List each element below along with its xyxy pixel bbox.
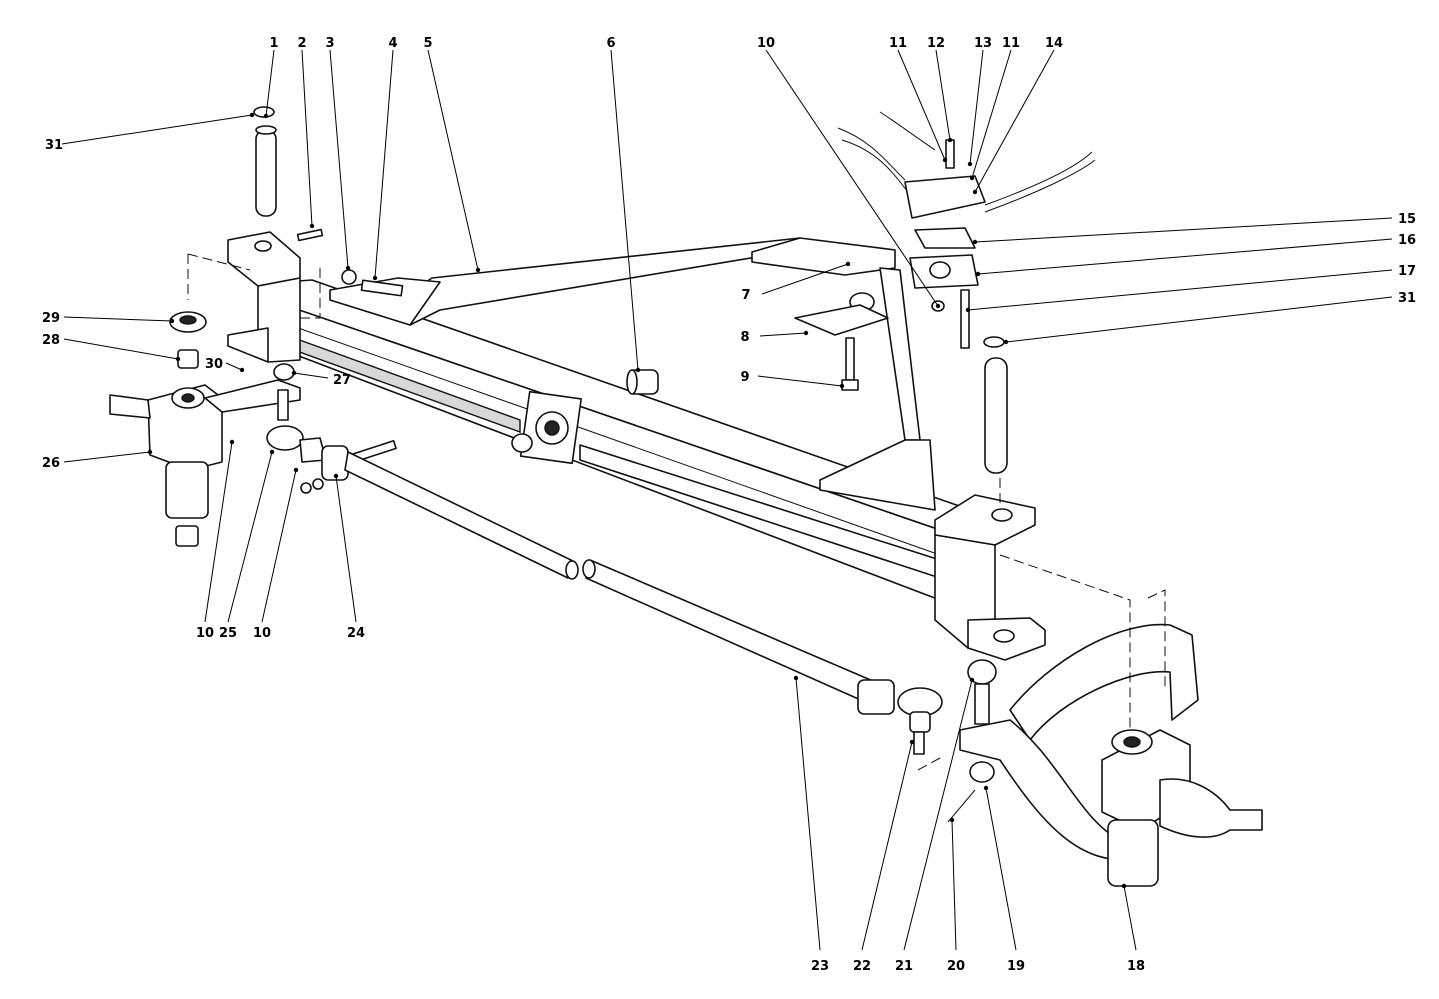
ball-joint-25 — [266, 363, 327, 463]
body-outline — [837, 111, 1096, 213]
svg-text:31: 31 — [1398, 291, 1416, 306]
svg-text:27: 27 — [333, 373, 351, 388]
callout-17: 17 — [965, 264, 1416, 313]
top-clamp-15-16 — [904, 139, 986, 349]
svg-text:17: 17 — [1398, 264, 1416, 279]
callout-31-right: 31 — [1003, 291, 1416, 345]
svg-text:13: 13 — [974, 36, 992, 51]
pin-2 — [296, 228, 324, 242]
callout-14: 14 — [972, 36, 1063, 195]
callout-28: 29 — [42, 311, 175, 326]
svg-text:24: 24 — [347, 626, 365, 641]
svg-text:11: 11 — [889, 36, 907, 51]
svg-text:11: 11 — [1002, 36, 1020, 51]
callout-18: 18 — [1121, 883, 1145, 974]
plate-8-bolt-9 — [794, 304, 889, 391]
svg-text:1: 1 — [269, 36, 278, 51]
svg-text:28: 28 — [42, 333, 60, 348]
callout-10-top: 10 — [757, 36, 941, 309]
svg-text:8: 8 — [740, 330, 749, 345]
right-stub-axle-18 — [959, 623, 1263, 887]
callout-8: 8 — [740, 330, 809, 345]
bolt-4-nut-3 — [341, 269, 404, 297]
thrust-bearing-28-bush-27 — [169, 311, 207, 369]
alignment-line-left-2 — [187, 253, 251, 271]
svg-text:3: 3 — [325, 36, 334, 51]
callout-11-right: 11 — [969, 36, 1020, 181]
parts-drawing — [109, 106, 1263, 887]
svg-text:16: 16 — [1398, 233, 1416, 248]
axle-beam — [269, 279, 966, 601]
callout-6: 6 — [606, 36, 641, 373]
svg-text:18: 18 — [1127, 959, 1145, 974]
callout-1: 1 — [263, 36, 279, 119]
svg-text:5: 5 — [423, 36, 432, 51]
callout-25: 25 — [219, 449, 275, 641]
callout-13: 13 — [967, 36, 992, 167]
svg-text:6: 6 — [606, 36, 615, 51]
svg-text:4: 4 — [388, 36, 397, 51]
callout-12: 12 — [927, 36, 953, 143]
left-stub-axle-26 — [109, 379, 301, 547]
callout-22: 22 — [853, 739, 915, 974]
callout-16: 16 — [975, 233, 1416, 277]
callout-23: 23 — [793, 675, 829, 974]
callout-27: 28 — [42, 333, 181, 362]
right-mounting-bracket — [934, 494, 1046, 661]
callout-29: 27 — [291, 370, 351, 388]
svg-text:31: 31 — [45, 138, 63, 153]
alignment-line-right-3 — [917, 757, 941, 771]
svg-text:20: 20 — [947, 959, 965, 974]
svg-text:10: 10 — [253, 626, 271, 641]
svg-text:21: 21 — [895, 959, 913, 974]
alignment-line-bracket — [296, 268, 321, 319]
svg-text:14: 14 — [1045, 36, 1063, 51]
callout-15: 15 — [972, 212, 1416, 245]
svg-text:23: 23 — [811, 959, 829, 974]
stud-21-nut-19 — [947, 659, 997, 823]
callout-11-left: 11 — [889, 36, 948, 163]
svg-text:12: 12 — [927, 36, 945, 51]
part-callouts: 1 2 3 4 5 6 10 — [42, 36, 1416, 974]
callout-4: 4 — [372, 36, 398, 281]
svg-text:2: 2 — [297, 36, 306, 51]
alignment-line-right-2 — [1147, 589, 1166, 690]
callout-20: 20 — [947, 817, 965, 974]
alignment-line-right — [999, 554, 1131, 730]
callout-10-mid: 10 — [253, 467, 299, 641]
callout-24: 24 — [333, 473, 365, 641]
svg-text:26: 26 — [42, 456, 60, 471]
callout-7: 7 — [741, 261, 851, 303]
svg-text:9: 9 — [740, 370, 749, 385]
callout-21: 21 — [895, 677, 975, 974]
svg-text:25: 25 — [219, 626, 237, 641]
callout-9: 9 — [740, 370, 845, 389]
callout-30: 30 — [205, 357, 245, 373]
track-rod-23 — [344, 451, 881, 706]
callout-19: 19 — [983, 785, 1025, 974]
callout-3: 3 — [325, 36, 351, 271]
callout-26: 26 — [42, 449, 153, 471]
callout-31-left: 31 — [45, 112, 255, 153]
svg-text:10: 10 — [757, 36, 775, 51]
svg-text:7: 7 — [741, 288, 750, 303]
svg-text:29: 29 — [42, 311, 60, 326]
svg-text:22: 22 — [853, 959, 871, 974]
ball-joint-22 — [857, 679, 943, 755]
svg-text:10: 10 — [196, 626, 214, 641]
svg-text:15: 15 — [1398, 212, 1416, 227]
bush-6 — [626, 369, 659, 395]
callout-5: 5 — [423, 36, 481, 273]
king-pin-1 — [253, 106, 277, 217]
king-pin-17 — [983, 336, 1008, 474]
left-mounting-bracket — [227, 231, 301, 363]
svg-text:19: 19 — [1007, 959, 1025, 974]
svg-text:30: 30 — [205, 357, 223, 372]
radius-arm — [329, 237, 936, 511]
callout-10-left: 10 — [196, 439, 235, 641]
callout-2: 2 — [297, 36, 315, 229]
